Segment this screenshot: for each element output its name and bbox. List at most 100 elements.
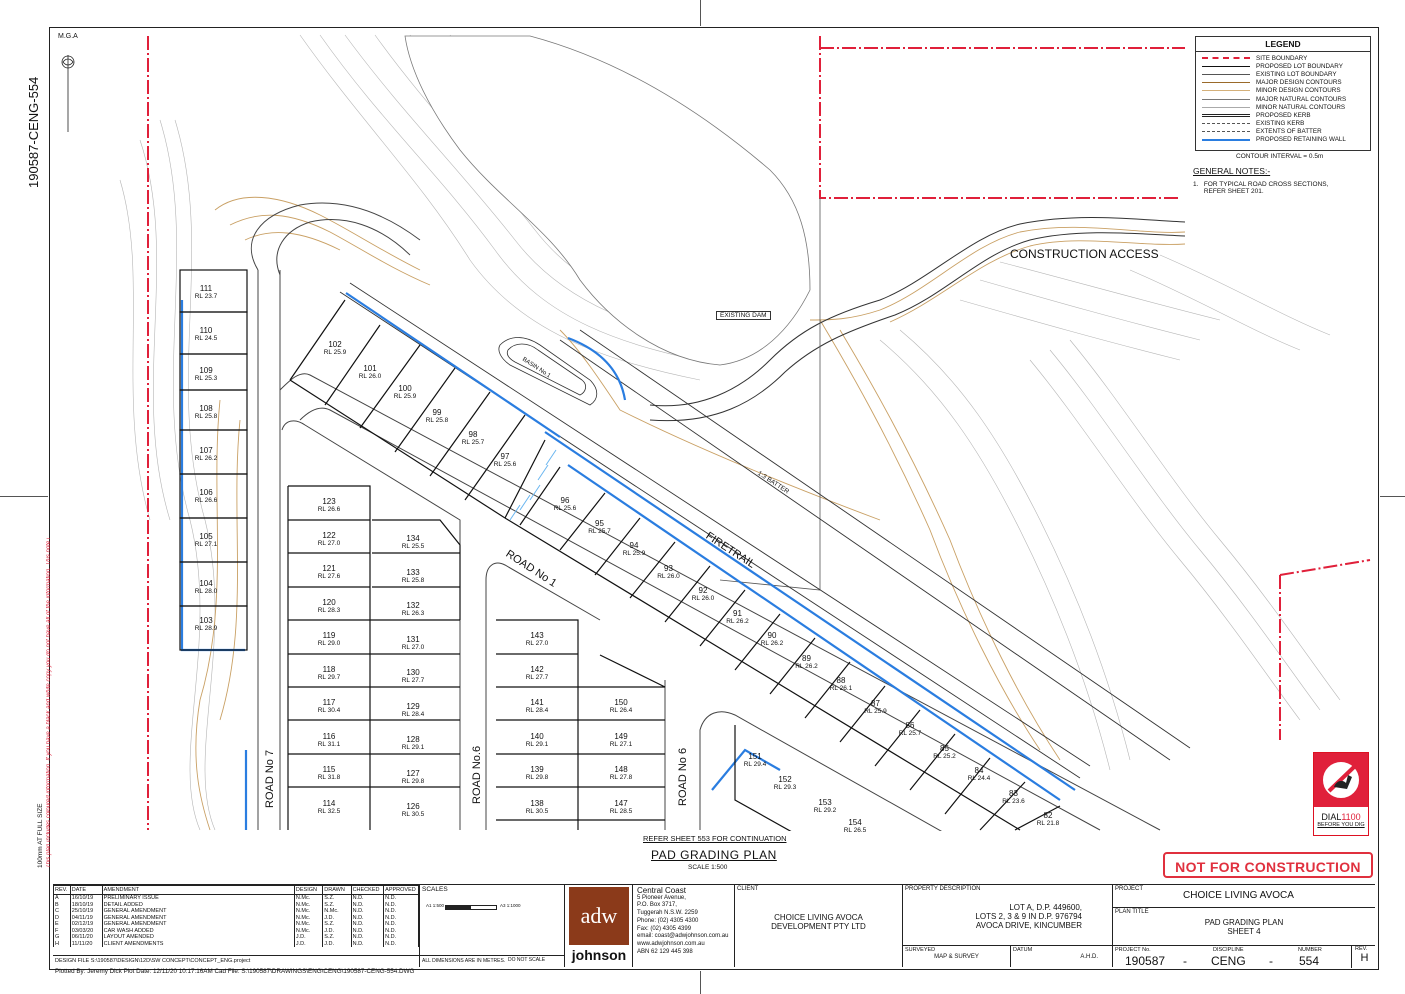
legend-row: SITE BOUNDARY (1196, 54, 1370, 62)
lot-number: 88 (836, 676, 846, 685)
legend-swatch (1202, 123, 1250, 125)
dash-2: - (1269, 954, 1273, 968)
existing-dam-outline (404, 35, 811, 366)
revision-cell: S.Z. (322, 921, 352, 928)
legend-row: PROPOSED KERB (1196, 111, 1370, 119)
general-notes-title: GENERAL NOTES:- (1193, 166, 1271, 176)
lot-number: 98 (468, 430, 478, 439)
lot-number: 105 (199, 532, 213, 541)
lot-rl: RL 29.1 (401, 744, 425, 751)
lot-rl: RL 26.6 (317, 506, 341, 513)
lot-rl: RL 25.3 (194, 375, 218, 382)
revision-cell: J.D. (293, 940, 324, 947)
logo-name: johnson (571, 947, 627, 963)
lot-number: 150 (614, 698, 628, 707)
lot-number: 132 (406, 601, 420, 610)
construction-access-road (649, 217, 1186, 422)
address-line: email: coast@adwjohnson.com.au (637, 933, 729, 940)
lot-number: 154 (848, 818, 862, 827)
lot-number: 94 (629, 541, 639, 550)
lot-rl: RL 28.5 (609, 807, 633, 815)
lot-rl: RL 27.6 (317, 573, 341, 580)
surveyed-label: SURVEYED (905, 947, 936, 953)
lot-rl: RL 25.9 (622, 550, 646, 557)
lot-rl: RL 26.5 (843, 827, 867, 834)
revision-cell: N.D. (383, 927, 419, 934)
lot-rl: RL 25.8 (425, 417, 449, 424)
lot-rl: RL 29.7 (317, 673, 341, 681)
lot-rl: RL 26.2 (194, 455, 218, 462)
scale-bar (445, 905, 497, 910)
lot-number: 115 (322, 765, 336, 774)
revision-cell: J.D. (322, 914, 352, 921)
lot-number: 138 (530, 798, 544, 808)
red-colour-note: This plan includes coloured information.… (46, 538, 52, 868)
lot-rl: RL 29.1 (525, 740, 549, 748)
client-cell: CLIENT CHOICE LIVING AVOCA DEVELOPMENT P… (734, 885, 902, 967)
legend-label: PROPOSED LOT BOUNDARY (1256, 62, 1343, 70)
revision-cell: N.D. (383, 921, 419, 928)
revision-cell: N.Mc. (322, 908, 352, 915)
lot-rl: RL 27.8 (609, 774, 633, 781)
revision-cell: N.Mc. (293, 914, 324, 921)
lot-rl: RL 27.0 (525, 640, 549, 647)
project-label: PROJECT (1115, 886, 1144, 892)
lot-number: 120 (322, 597, 336, 607)
lot-rl: RL 25.7 (588, 527, 611, 535)
revision-cell: N.D. (350, 940, 385, 947)
lot-rl: RL 32.5 (317, 807, 341, 815)
lot-number: 90 (767, 631, 777, 640)
lot-rl: RL 26.4 (609, 707, 633, 714)
project-cell: PROJECT CHOICE LIVING AVOCA (1112, 885, 1375, 907)
plan-title-main: PAD GRADING PLAN (651, 848, 777, 862)
lot-number: 143 (530, 631, 544, 640)
revision-cell: N.D. (350, 894, 385, 902)
legend-label: MAJOR NATURAL CONTOURS (1256, 95, 1347, 103)
legend-row: EXTENTS OF BATTER (1196, 128, 1370, 136)
lot-number: 151 (748, 752, 762, 761)
lot-rl: RL 25.2 (933, 752, 956, 760)
lot-rl: RL 28.3 (317, 606, 341, 614)
lot-number: 86 (905, 721, 915, 730)
project-no-label: PROJECT No. (1115, 947, 1151, 953)
legend-label: PROPOSED RETAINING WALL (1256, 136, 1346, 144)
legend-title: LEGEND (1196, 37, 1370, 52)
legend-swatch (1202, 57, 1250, 60)
flow-arrows (509, 449, 557, 521)
dash-1: - (1183, 954, 1187, 968)
revision-cell: J.D. (293, 934, 324, 941)
lot-rl: RL 27.1 (194, 541, 218, 548)
full-size-note: 100mm AT FULL SIZE (37, 803, 44, 868)
lot-number: 97 (500, 452, 510, 461)
revision-cell: N.D. (383, 934, 419, 941)
legend-swatch (1202, 90, 1250, 92)
logo-mark: adw (569, 887, 629, 945)
basin-outline (498, 337, 598, 406)
scale-a3: A3 1:1000 (500, 903, 521, 908)
lot-rl: RL 28.4 (525, 707, 549, 714)
lot-rl: RL 25.7 (898, 730, 922, 737)
legend-label: MAJOR DESIGN CONTOURS (1256, 79, 1342, 87)
revision-cell: H (53, 940, 71, 947)
